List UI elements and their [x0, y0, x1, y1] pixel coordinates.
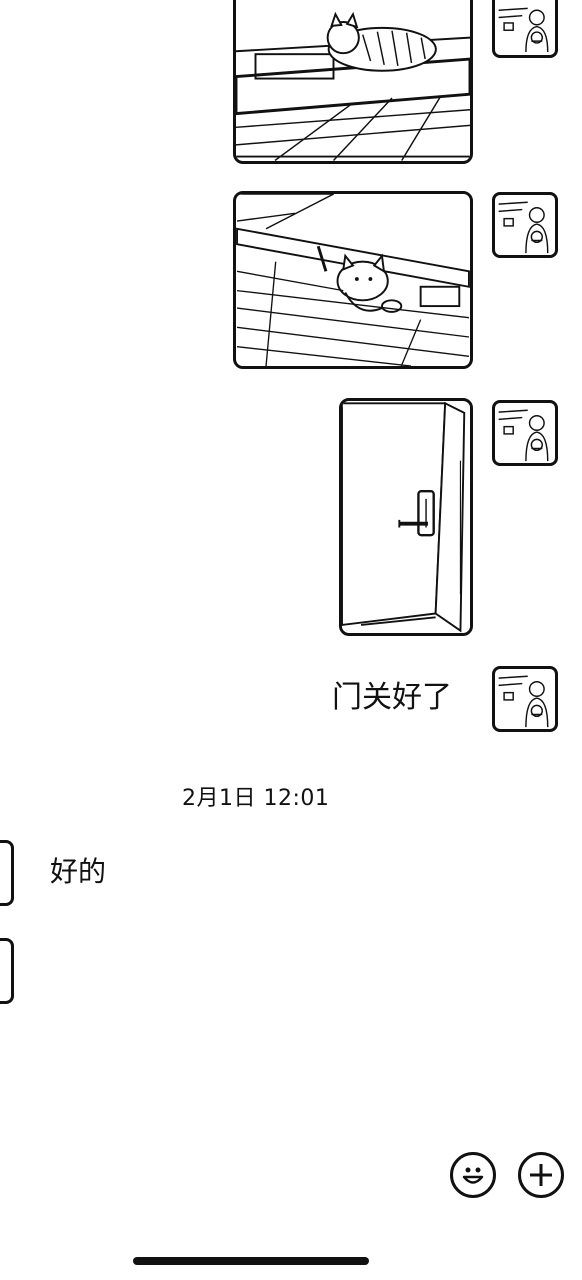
image-message-door[interactable]: [339, 398, 473, 636]
door-photo: [342, 401, 470, 633]
image-message-cat-under-bed[interactable]: [233, 191, 473, 369]
avatar-figure-icon: [498, 201, 549, 254]
contact-avatar[interactable]: [0, 938, 14, 1004]
outgoing-message-text: 门关好了: [332, 680, 452, 715]
avatar-figure-icon: [498, 7, 549, 53]
home-indicator[interactable]: [133, 1257, 369, 1265]
smiley-icon: [462, 1167, 484, 1184]
cat-shelf-photo: [236, 0, 470, 161]
contact-avatar[interactable]: [0, 840, 14, 906]
more-plus-button[interactable]: [518, 1152, 564, 1198]
image-message-cat-on-shelf[interactable]: [233, 0, 473, 164]
my-avatar[interactable]: [492, 0, 558, 58]
avatar-figure-icon: [498, 675, 549, 728]
my-avatar[interactable]: [492, 400, 558, 466]
my-avatar[interactable]: [492, 666, 558, 732]
timestamp: 2月1日 12:01: [182, 786, 330, 811]
plus-icon: [530, 1164, 552, 1186]
emoji-button[interactable]: [450, 1152, 496, 1198]
incoming-message-text[interactable]: 好的: [50, 855, 107, 888]
my-avatar[interactable]: [492, 192, 558, 258]
avatar-figure-icon: [498, 409, 549, 462]
cat-under-bed-photo: [236, 194, 470, 366]
outgoing-text-bubble[interactable]: 门关好了: [314, 666, 474, 730]
